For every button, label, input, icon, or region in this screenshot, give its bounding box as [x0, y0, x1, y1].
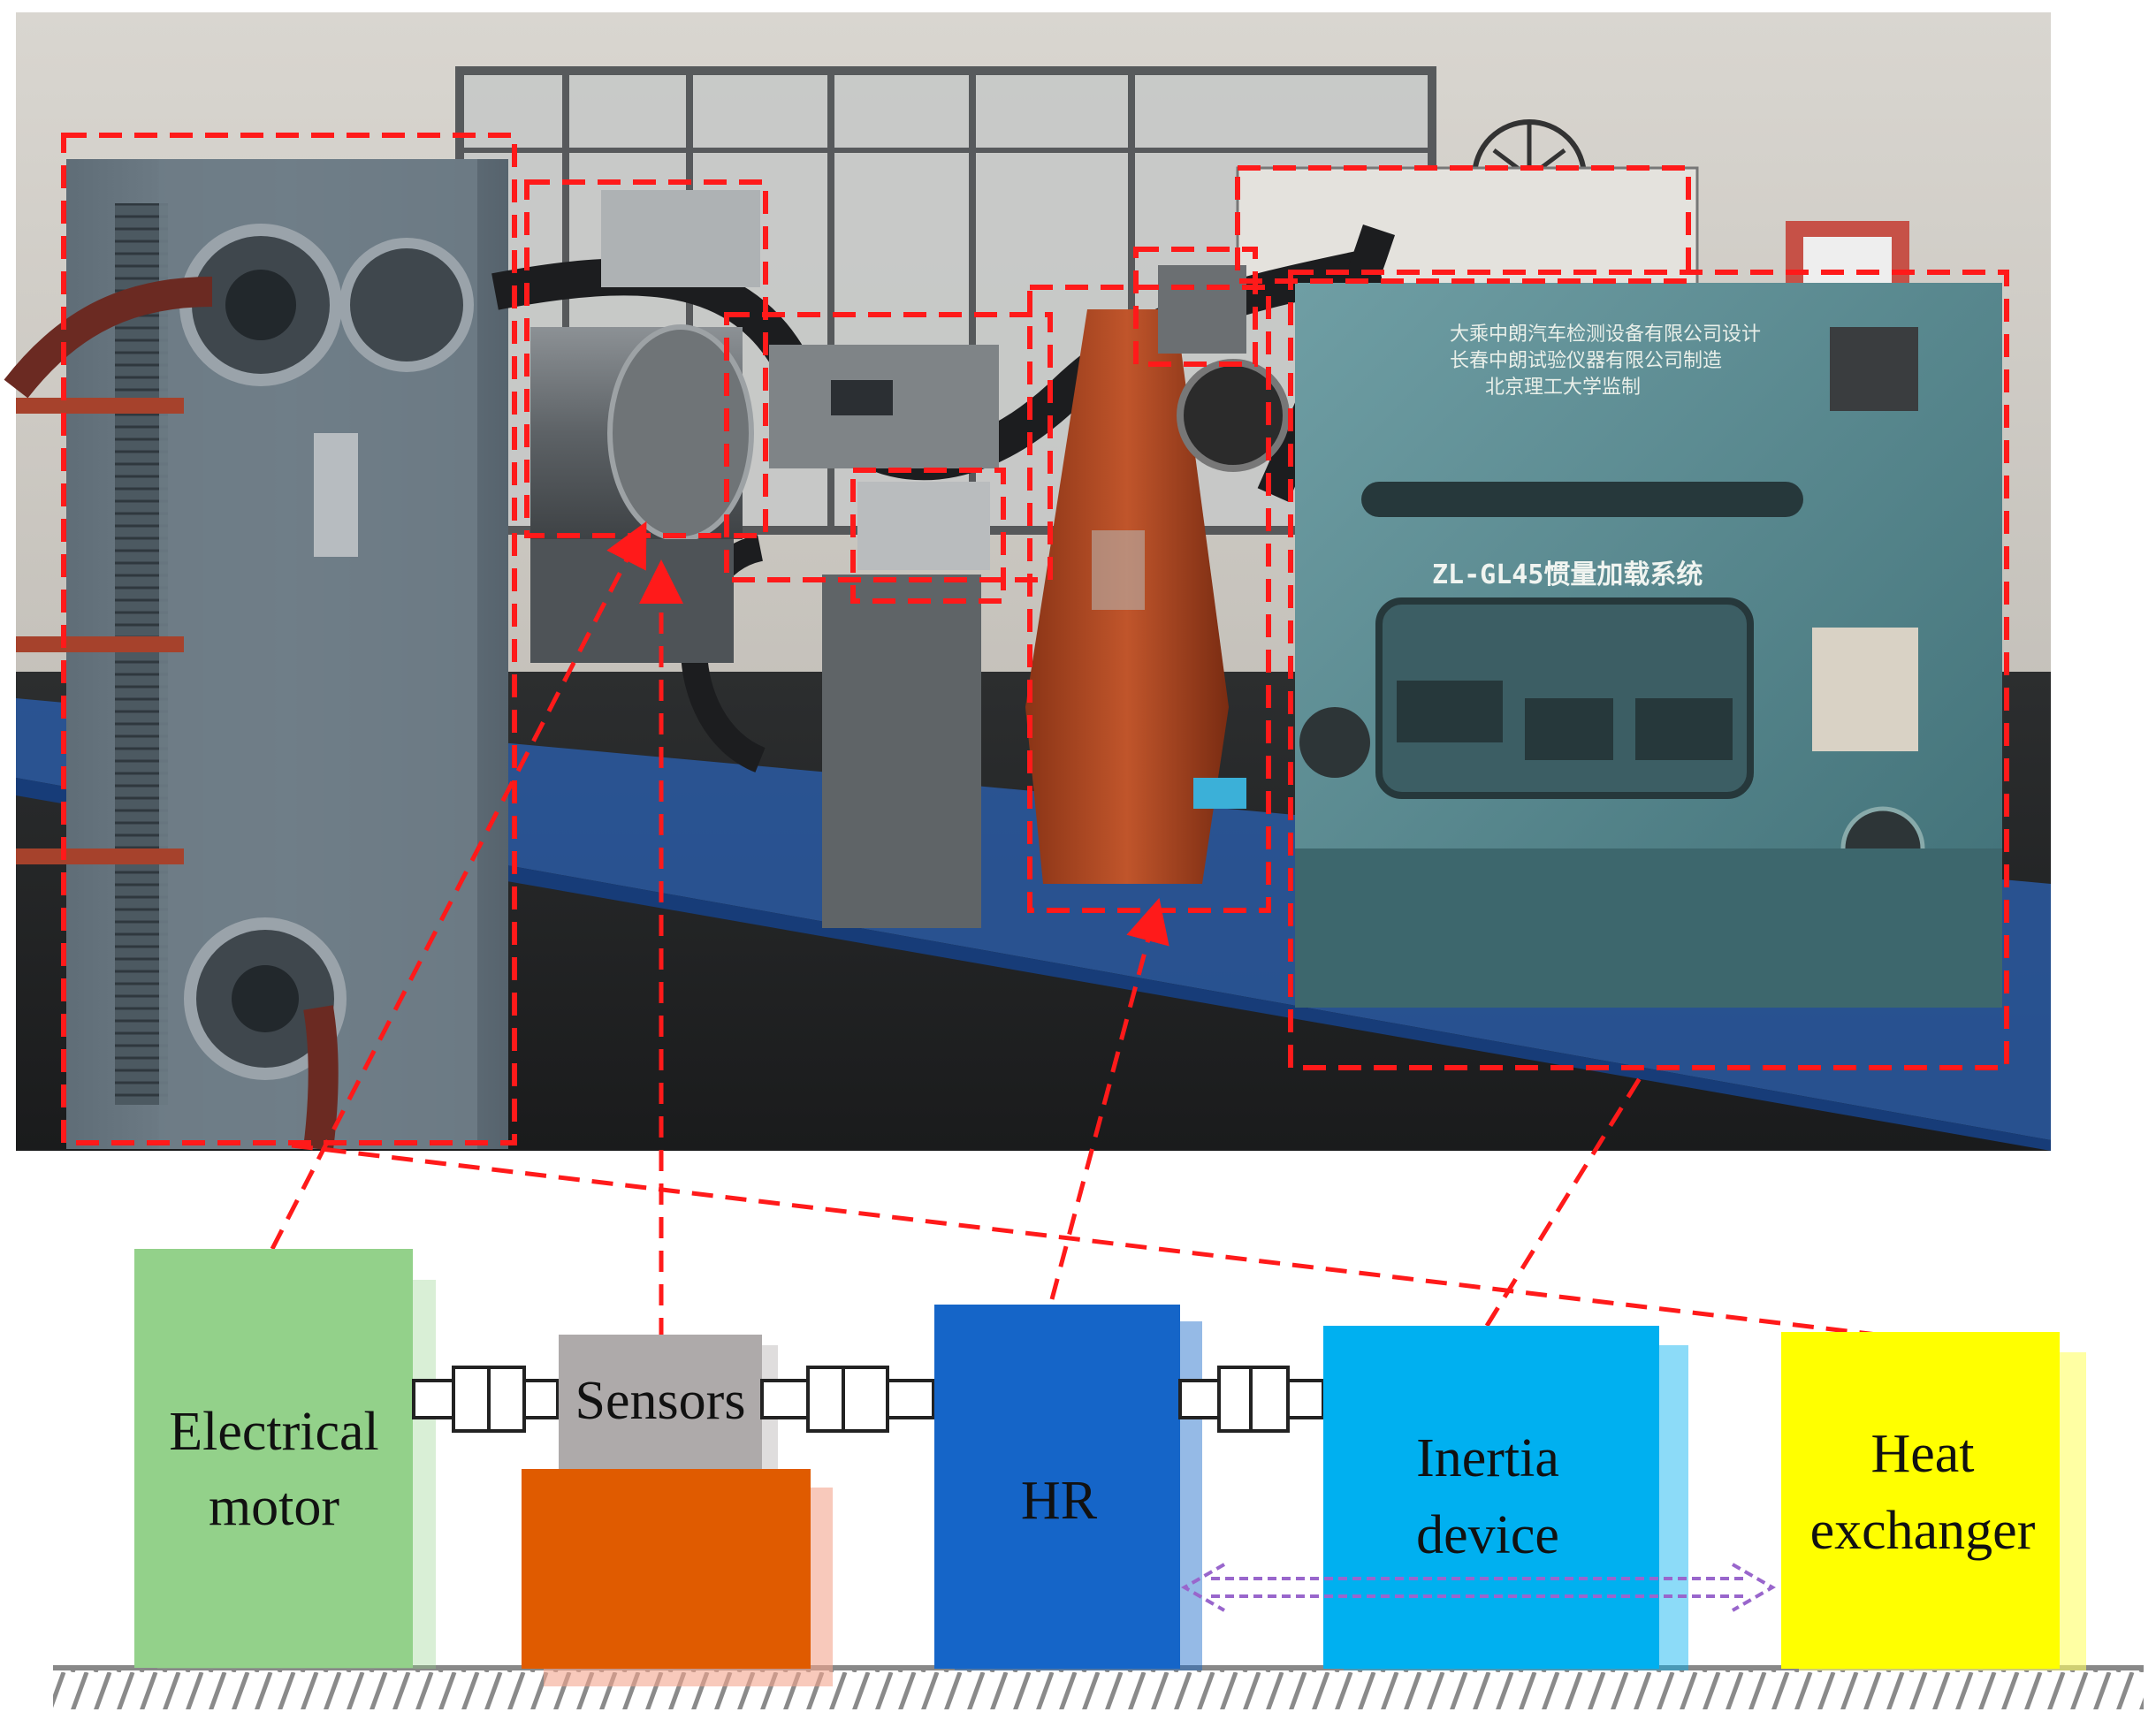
electric-motor-photo [530, 190, 760, 663]
ground-hatch [53, 1670, 2144, 1709]
label-heat-line1: Heat [1870, 1424, 1974, 1484]
machine-maker-line-2: 长春中朗试验仪器有限公司制造 [1450, 350, 1722, 372]
callout-box-sensor-frame [724, 312, 1053, 582]
component-inertia-device: Inertia device [1323, 1326, 1688, 1670]
schematic: Electrical motor Sensors [53, 1249, 2144, 1709]
callout-box-heat-exchanger [61, 133, 517, 1145]
test-bench-photo: 大乘中朗汽车检测设备有限公司设计 长春中朗试验仪器有限公司制造 北京理工大学监制… [4, 12, 2051, 1152]
coupling-2 [760, 1366, 935, 1433]
leader-heat-exchanger [291, 1143, 1915, 1342]
component-sensor-support [522, 1469, 833, 1686]
component-hr: HR [934, 1305, 1202, 1670]
callout-leaders [270, 521, 1915, 1342]
sensor-assembly-photo [769, 345, 999, 928]
component-sensors: Sensors [559, 1335, 778, 1478]
hydraulic-link-arrow [1181, 1563, 1776, 1612]
label-electrical-motor-line1: Electrical [169, 1402, 379, 1462]
heat-exchanger-photo [4, 159, 508, 1152]
inertia-device-photo: 大乘中朗汽车检测设备有限公司设计 长春中朗试验仪器有限公司制造 北京理工大学监制… [1295, 283, 2002, 1008]
label-heat-line2: exchanger [1810, 1501, 2036, 1561]
blue-base-frame [16, 698, 2051, 1140]
hr-tower-photo [1025, 265, 1290, 884]
label-inertia-line1: Inertia [1416, 1428, 1559, 1488]
machine-maker-line-1: 大乘中朗汽车检测设备有限公司设计 [1450, 323, 1761, 346]
coupling-1 [412, 1366, 560, 1433]
callout-box-hr [1027, 285, 1271, 913]
callout-box-sensor [850, 468, 1006, 604]
leader-inertia [1484, 1072, 1645, 1328]
coupling-3 [1178, 1366, 1325, 1433]
machine-model-label: ZL-GL45惯量加载系统 [1432, 559, 1703, 590]
callout-box-hr-top [1133, 247, 1258, 367]
callout-box-cabinet [1235, 165, 1691, 284]
label-inertia-line2: device [1416, 1505, 1559, 1565]
label-electrical-motor-line2: motor [209, 1477, 339, 1537]
callout-box-inertia [1288, 270, 2009, 1070]
machine-maker-line-3: 北京理工大学监制 [1485, 377, 1641, 399]
label-hr: HR [1021, 1471, 1098, 1531]
component-heat-exchanger: Heat exchanger [1781, 1332, 2086, 1670]
component-electrical-motor: Electrical motor [134, 1249, 436, 1669]
label-sensors: Sensors [575, 1371, 746, 1431]
